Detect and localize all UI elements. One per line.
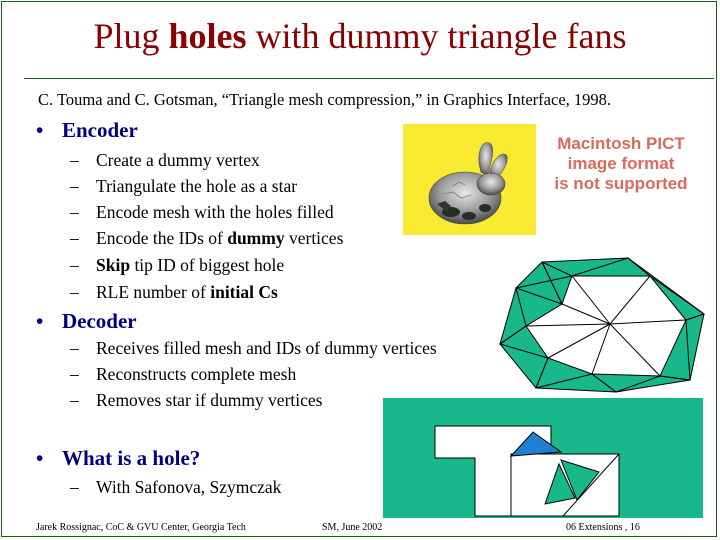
title-divider [24, 78, 714, 79]
encoder-item-text: Encode mesh with the holes filled [96, 202, 334, 222]
citation: C. Touma and C. Gotsman, “Triangle mesh … [38, 90, 612, 109]
bunny-mesh-image [403, 124, 536, 235]
dash-marker: – [70, 202, 79, 222]
encoder-item-text: Triangulate the hole as a star [96, 176, 298, 196]
encoder-item: –Encode the IDs of dummy vertices [70, 227, 343, 249]
encoder-item-text-end: tip ID of biggest hole [130, 255, 285, 275]
encoder-item-text: Create a dummy vertex [96, 150, 260, 170]
dash-marker: – [70, 338, 79, 358]
pict-line-1: Macintosh PICT [557, 134, 685, 153]
dash-marker: – [70, 228, 79, 248]
slide-title: Plug holes with dummy triangle fans [93, 16, 627, 56]
footer-date: SM, June 2002 [322, 522, 383, 533]
footer-author: Jarek Rossignac, CoC & GVU Center, Georg… [36, 522, 246, 533]
bullet-encoder: •Encoder [36, 118, 138, 142]
decoder-item-text: Removes star if dummy vertices [96, 390, 323, 410]
bunny-icon [428, 142, 508, 225]
hole-item-text: With Safonova, Szymczak [96, 477, 282, 497]
encoder-item-text: RLE number of [96, 282, 211, 302]
bullet-what-is-hole: •What is a hole? [36, 446, 201, 470]
decoder-item-text: Reconstructs complete mesh [96, 364, 297, 384]
dash-marker: – [70, 176, 79, 196]
dash-marker: – [70, 364, 79, 384]
hole-polygon-diagram [383, 398, 703, 518]
decoder-item: –Reconstructs complete mesh [70, 363, 296, 385]
dash-marker: – [70, 150, 79, 170]
decoder-item: –Removes star if dummy vertices [70, 389, 322, 411]
encoder-item: –RLE number of initial Cs [70, 281, 278, 303]
encoder-item-bold: initial Cs [210, 282, 278, 302]
decoder-item: –Receives filled mesh and IDs of dummy v… [70, 337, 437, 359]
encoder-item-text-end: vertices [284, 228, 344, 248]
hole-item: –With Safonova, Szymczak [70, 476, 281, 498]
pict-line-3: is not supported [554, 174, 688, 193]
bullet-decoder: •Decoder [36, 309, 137, 333]
pict-line-2: image format [567, 154, 675, 173]
pict-unsupported-message: Macintosh PICT image format is not suppo… [548, 134, 694, 194]
encoder-item: –Skip tip ID of biggest hole [70, 254, 284, 276]
encoder-item: –Encode mesh with the holes filled [70, 201, 334, 223]
encoder-item-bold: dummy [227, 228, 285, 248]
hole-star-diagram [498, 257, 706, 393]
dash-marker: – [70, 282, 79, 302]
dash-marker: – [70, 477, 79, 497]
dash-marker: – [70, 390, 79, 410]
encoder-item: –Create a dummy vertex [70, 149, 260, 171]
dash-marker: – [70, 255, 79, 275]
encoder-item-bold: Skip [96, 255, 131, 275]
encoder-item: –Triangulate the hole as a star [70, 175, 297, 197]
encoder-item-text: Encode the IDs of [96, 228, 228, 248]
footer-page: 06 Extensions , 16 [566, 522, 640, 533]
decoder-item-text: Receives filled mesh and IDs of dummy ve… [96, 338, 437, 358]
